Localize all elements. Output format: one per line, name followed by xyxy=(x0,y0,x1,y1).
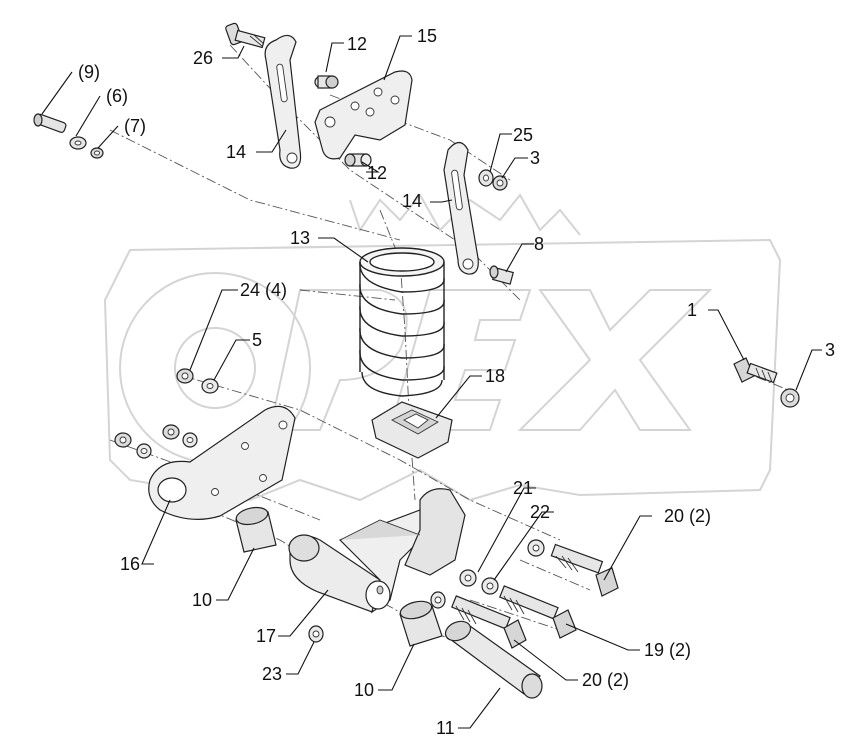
callout-6: (6) xyxy=(106,86,128,106)
callout-3-right: 3 xyxy=(825,340,835,360)
callout-22: 22 xyxy=(530,502,550,522)
callout-15: 15 xyxy=(417,26,437,46)
part-nut-3-right xyxy=(780,388,800,408)
part-nut-3-upper xyxy=(492,175,508,191)
callout-14-right: 14 xyxy=(402,191,422,211)
callout-10-left: 10 xyxy=(192,590,212,610)
part-bushing-10-left xyxy=(235,506,277,553)
part-nut-24-middle xyxy=(176,368,194,384)
part-plate-16 xyxy=(148,405,296,520)
callout-8: 8 xyxy=(534,234,544,254)
part-nut-24-left xyxy=(114,432,132,448)
part-washer-6 xyxy=(69,136,87,150)
callout-5: 5 xyxy=(252,330,262,350)
part-spring-seat-18 xyxy=(371,401,453,459)
callout-24: 24 (4) xyxy=(240,280,287,300)
callout-20-upper: 20 (2) xyxy=(664,506,711,526)
callout-11: 11 xyxy=(436,718,455,738)
callout-3-upper: 3 xyxy=(530,148,540,168)
callout-19: 19 (2) xyxy=(644,640,691,660)
callout-23: 23 xyxy=(262,664,282,684)
callout-18: 18 xyxy=(485,366,505,386)
callout-26: 26 xyxy=(193,48,213,68)
callout-17: 17 xyxy=(256,626,276,646)
callout-9: (9) xyxy=(78,62,100,82)
part-bolt-1 xyxy=(733,357,778,384)
callout-13: 13 xyxy=(290,228,310,248)
part-bushing-10-lower xyxy=(399,600,443,647)
part-spring-13 xyxy=(359,247,445,397)
callout-20-lower: 20 (2) xyxy=(582,670,629,690)
part-washer-near-arm xyxy=(430,591,446,609)
part-sleeve-11 xyxy=(444,620,543,699)
callout-12-lower: 12 xyxy=(367,163,387,183)
part-bracket-15 xyxy=(314,70,413,160)
part-link-14-left xyxy=(264,34,302,169)
part-nut-24-right xyxy=(162,424,180,440)
part-washer-25 xyxy=(478,169,494,187)
part-pin-9 xyxy=(33,113,67,133)
leader-lines xyxy=(41,35,822,729)
part-bolt-26 xyxy=(225,22,266,49)
part-washer-23 xyxy=(308,625,324,643)
part-washer-5-right xyxy=(182,432,198,448)
part-washer-5-middle xyxy=(201,378,219,394)
part-bushing-12-lower xyxy=(344,153,372,167)
part-washer-5-left xyxy=(136,443,152,459)
part-washer-upper-right xyxy=(527,539,545,557)
callout-1: 1 xyxy=(687,300,697,320)
callout-16: 16 xyxy=(120,554,140,574)
part-bolt-19 xyxy=(499,585,577,639)
callout-labels: 26 12 15 (9) (6) (7) 14 12 25 3 14 13 8 … xyxy=(78,26,835,738)
part-bolt-20-lower xyxy=(451,595,527,649)
part-washer-22 xyxy=(481,577,499,595)
callout-10-lower: 10 xyxy=(354,680,374,700)
callout-7: (7) xyxy=(124,116,146,136)
part-bolt-20-upper xyxy=(550,543,619,597)
callout-12-upper: 12 xyxy=(347,34,367,54)
callout-14-left: 14 xyxy=(226,142,246,162)
part-washer-21 xyxy=(459,569,477,587)
callout-21: 21 xyxy=(513,478,533,498)
part-arm-17 xyxy=(288,488,466,614)
part-pin-8 xyxy=(489,265,514,285)
part-nut-7 xyxy=(90,147,104,159)
part-bushing-12-upper xyxy=(314,75,339,89)
callout-25: 25 xyxy=(513,125,533,145)
part-link-14-right xyxy=(443,141,479,275)
